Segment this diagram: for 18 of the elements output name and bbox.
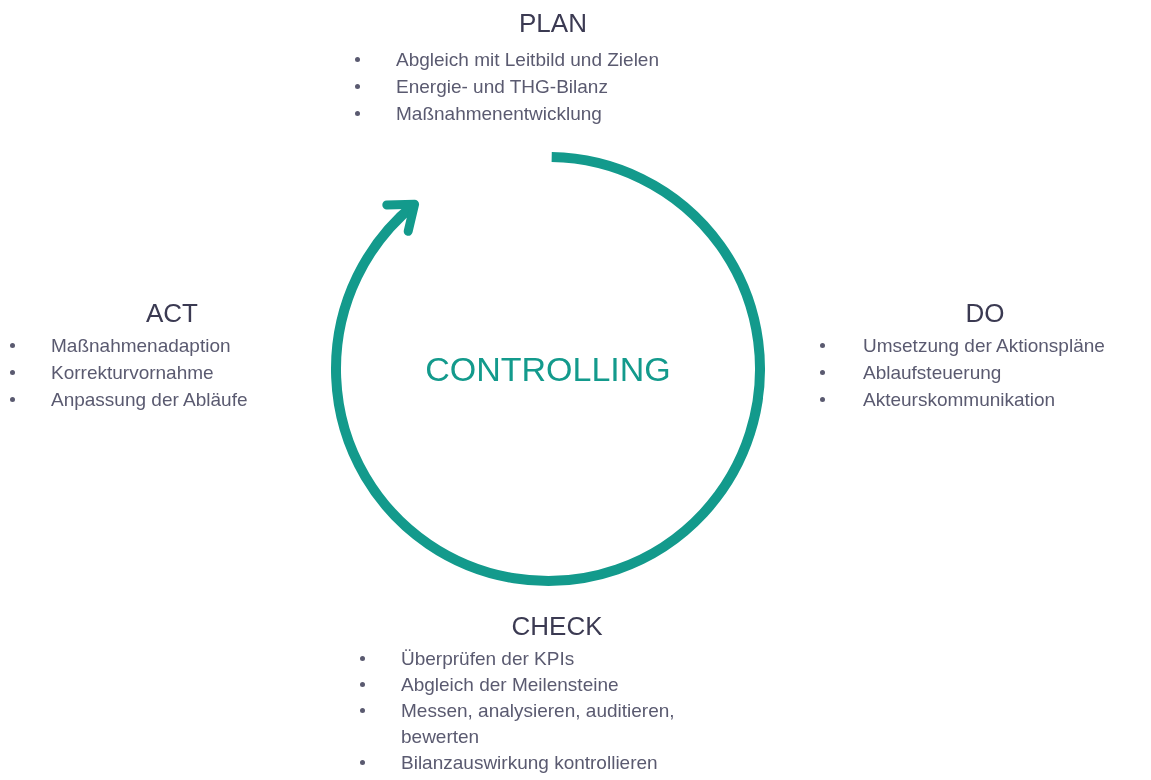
list-item-text: Abgleich mit Leitbild und Zielen — [396, 48, 659, 72]
list-item-text: Umsetzung der Aktionspläne — [863, 334, 1105, 358]
phase-heading: ACT — [145, 298, 199, 328]
list-item-text: Bilanzauswirkung kontrollieren — [401, 751, 658, 775]
list-item-text: Abgleich der Meilensteine — [401, 673, 619, 697]
list-item-text: Überprüfen der KPIs — [401, 647, 575, 671]
list-item-text: Energie- und THG-Bilanz — [396, 75, 608, 99]
phase-heading: DO — [964, 298, 1006, 328]
list-item-text: Ablaufsteuerung — [863, 361, 1002, 385]
list-item-text: Akteurskommunikation — [863, 388, 1056, 412]
center-label: CONTROLLING — [424, 349, 672, 389]
list-item-text: Messen, analysieren, auditieren, bewerten — [401, 699, 676, 749]
list-item-text: Maßnahmenentwicklung — [396, 102, 602, 126]
list-item-text: Anpassung der Abläufe — [51, 388, 248, 412]
phase-heading: CHECK — [510, 611, 604, 641]
list-item-text: Korrekturvornahme — [51, 361, 214, 385]
list-item-text: Maßnahmenadaption — [51, 334, 231, 358]
phase-heading: PLAN — [518, 8, 588, 38]
